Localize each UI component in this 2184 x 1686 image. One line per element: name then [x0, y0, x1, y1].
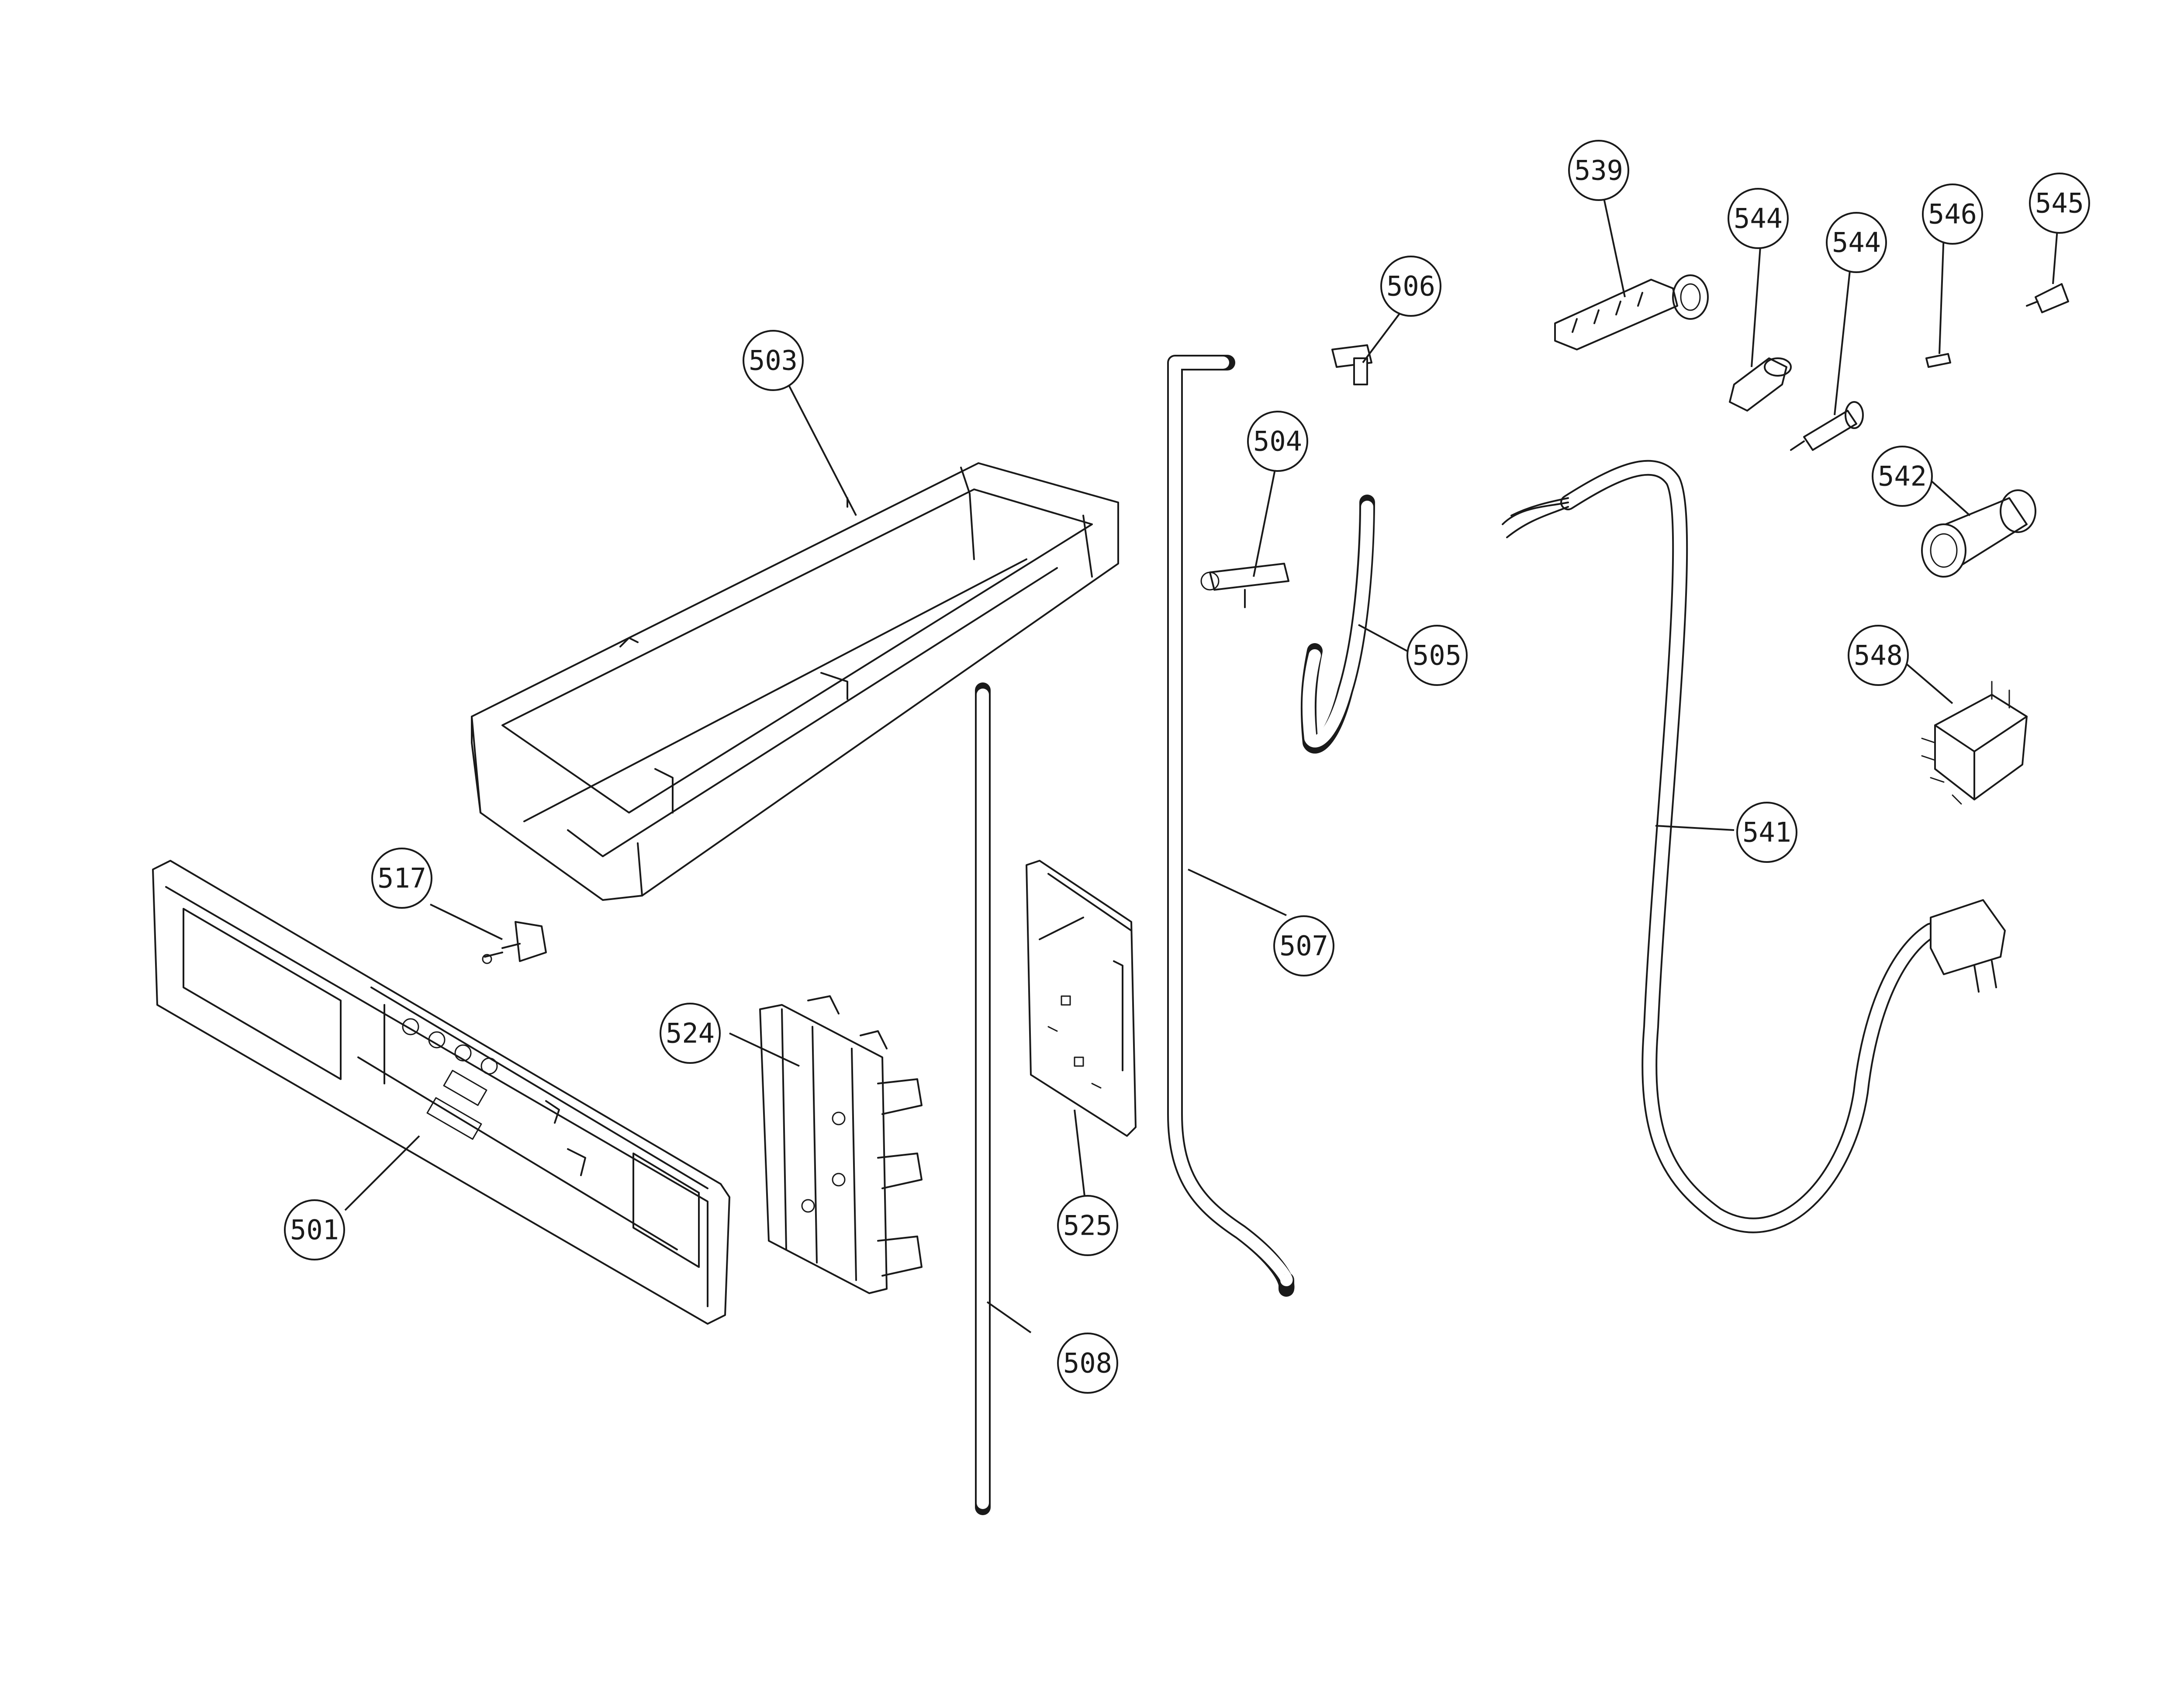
callout-504-label: 504	[1253, 426, 1302, 457]
callout-548-label: 548	[1854, 640, 1903, 672]
callout-503: 503	[743, 330, 804, 391]
callout-546-label: 546	[1928, 198, 1977, 230]
callout-542-label: 542	[1878, 460, 1927, 492]
leader-lines	[344, 194, 2058, 1333]
callout-541-label: 541	[1742, 817, 1791, 848]
callout-544-b: 544	[1826, 212, 1887, 273]
callout-504: 504	[1247, 411, 1308, 472]
callout-545: 545	[2029, 173, 2090, 234]
part-506-elbow	[1331, 344, 1372, 385]
callout-539-label: 539	[1574, 155, 1623, 187]
callout-501: 501	[284, 1199, 345, 1260]
callout-544-a-label: 544	[1734, 203, 1783, 235]
part-544-lamp-holder-a	[1729, 357, 1792, 412]
callout-524: 524	[660, 1003, 721, 1064]
callout-546: 546	[1922, 183, 1983, 245]
callout-545-label: 545	[2035, 187, 2084, 219]
part-539-terminal-block	[1554, 274, 1709, 350]
part-546-pin	[1925, 353, 1951, 368]
part-507-hose	[1167, 355, 1295, 1297]
callout-508: 508	[1057, 1333, 1118, 1394]
part-545-plug	[2026, 283, 2069, 313]
callout-506-label: 506	[1386, 270, 1435, 302]
callout-505-label: 505	[1413, 640, 1462, 672]
callout-506: 506	[1380, 256, 1441, 317]
callout-525-label: 525	[1063, 1210, 1112, 1242]
callout-544-a: 544	[1728, 188, 1789, 249]
part-524-holder	[759, 995, 923, 1294]
part-517-switch	[482, 921, 547, 964]
callout-542: 542	[1872, 446, 1933, 507]
callout-548: 548	[1848, 625, 1909, 686]
callout-507-label: 507	[1279, 930, 1328, 962]
part-542-capacitor	[1921, 489, 2036, 578]
part-505-hose	[1300, 495, 1375, 754]
part-525-electronic-board	[1026, 860, 1137, 1137]
part-544-lamp-holder-b	[1790, 401, 1864, 451]
callout-541: 541	[1736, 802, 1797, 863]
callout-505: 505	[1406, 625, 1468, 686]
callout-508-label: 508	[1063, 1347, 1112, 1379]
part-504-connector	[1200, 563, 1289, 608]
callout-539: 539	[1568, 140, 1629, 201]
callout-525: 525	[1057, 1195, 1118, 1256]
callout-507: 507	[1273, 915, 1334, 976]
callout-544-b-label: 544	[1832, 227, 1881, 259]
callout-503-label: 503	[749, 345, 798, 377]
callout-501-label: 501	[290, 1214, 339, 1246]
part-501-control-panel	[152, 860, 730, 1325]
callout-517: 517	[371, 848, 432, 909]
callout-517-label: 517	[377, 862, 426, 894]
callout-524-label: 524	[666, 1018, 715, 1049]
part-503-drawer-housing	[471, 462, 1119, 901]
part-541-mains-cable	[1502, 460, 2006, 1233]
part-548-relay	[1921, 681, 2028, 805]
